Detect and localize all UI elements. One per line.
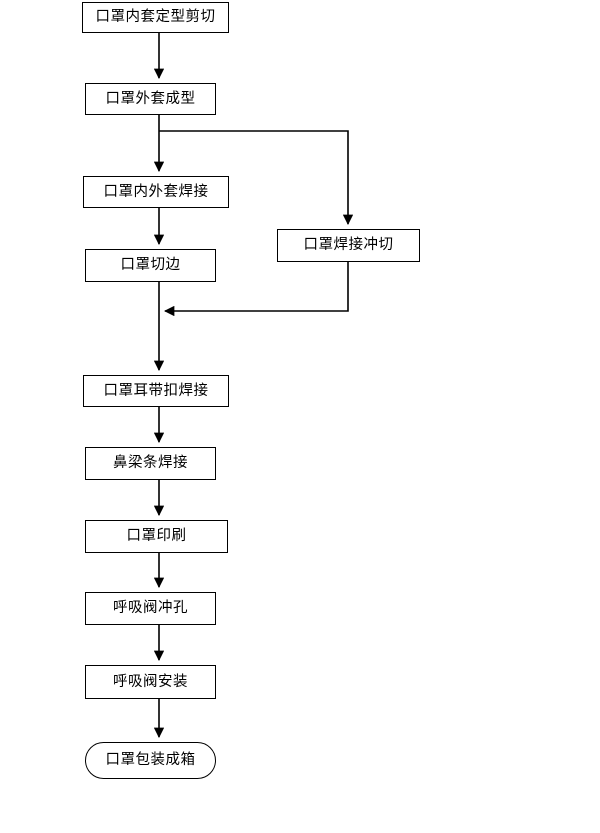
flow-node-n6[interactable]: 口罩耳带扣焊接: [83, 375, 229, 407]
flow-node-label: 呼吸阀冲孔: [113, 600, 188, 617]
flow-edge-e3: [159, 130, 354, 226]
edges-group: [153, 33, 354, 739]
flow-node-label: 口罩耳带扣焊接: [103, 382, 209, 399]
flow-edge-e5: [163, 262, 349, 317]
flow-node-label: 口罩内外套焊接: [103, 183, 209, 200]
flow-node-n8[interactable]: 口罩印刷: [85, 520, 228, 553]
flow-node-n4[interactable]: 口罩焊接冲切: [277, 229, 420, 262]
flow-node-n11[interactable]: 口罩包装成箱: [85, 742, 216, 779]
flow-node-label: 口罩内套定型剪切: [95, 9, 216, 26]
flow-node-label: 口罩包装成箱: [105, 752, 196, 769]
flow-node-n7[interactable]: 鼻梁条焊接: [85, 447, 216, 480]
flow-node-n1[interactable]: 口罩内套定型剪切: [82, 2, 229, 33]
flow-node-label: 口罩外套成型: [105, 90, 196, 107]
flow-node-label: 口罩印刷: [126, 528, 187, 545]
flow-node-n9[interactable]: 呼吸阀冲孔: [85, 592, 216, 625]
flow-node-n10[interactable]: 呼吸阀安装: [85, 665, 216, 699]
flow-node-label: 口罩切边: [120, 257, 181, 274]
flow-node-n5[interactable]: 口罩切边: [85, 249, 216, 282]
flow-node-n2[interactable]: 口罩外套成型: [85, 83, 216, 115]
flow-node-label: 呼吸阀安装: [113, 673, 188, 690]
flow-node-n3[interactable]: 口罩内外套焊接: [83, 176, 229, 208]
flow-node-label: 口罩焊接冲切: [303, 237, 394, 254]
flow-node-label: 鼻梁条焊接: [113, 455, 188, 472]
